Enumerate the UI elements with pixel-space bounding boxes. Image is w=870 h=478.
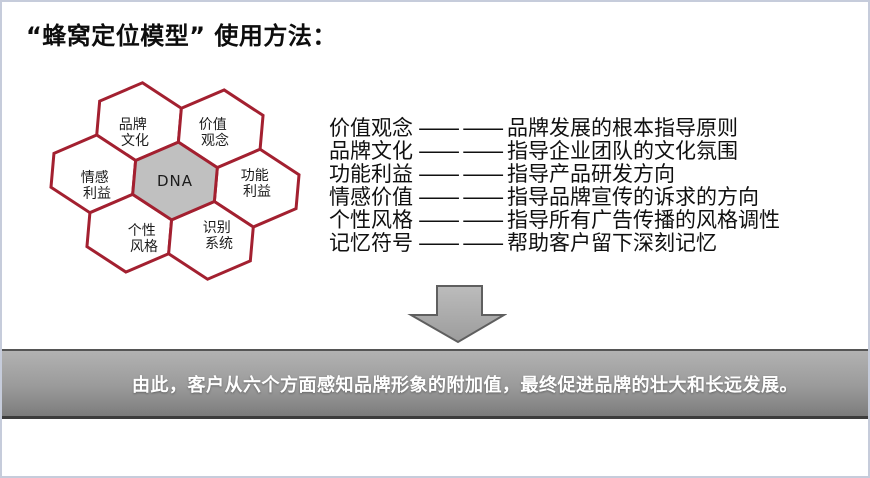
definition-dash: ——: [417, 186, 507, 209]
down-arrow-icon: [407, 285, 507, 344]
definition-desc: 品牌发展的根本指导原则: [507, 116, 738, 140]
definition-dash-glyph: ——: [417, 162, 506, 186]
hexagon-label-brand-culture: 品牌 文化: [119, 116, 151, 149]
definition-row: 价值观念 —— 品牌发展的根本指导原则: [329, 117, 780, 140]
definition-list: 价值观念 —— 品牌发展的根本指导原则 品牌文化 —— 指导企业团队的文化氛围 …: [329, 117, 780, 255]
hexagon-label-personality-style: 个性 风格: [128, 223, 160, 255]
page-title: “蜂窝定位模型” 使用方法：: [26, 22, 337, 50]
definition-dash-glyph: ——: [417, 231, 506, 255]
hexagon-label-identity-system: 识别 系统: [203, 220, 235, 252]
hexagon-label-dna: DNA: [157, 172, 193, 190]
definition-dash: ——: [417, 163, 507, 186]
definition-term: 记忆符号: [329, 231, 413, 255]
definition-row: 记忆符号 —— 帮助客户留下深刻记忆: [329, 232, 780, 255]
definition-row: 功能利益 —— 指导产品研发方向: [329, 163, 780, 186]
definition-dash-glyph: ——: [417, 208, 506, 232]
definition-desc: 指导所有广告传播的风格调性: [507, 208, 780, 232]
hexagon-group: [49, 81, 301, 281]
definition-term: 功能利益: [329, 162, 413, 186]
definition-term: 个性风格: [329, 208, 413, 232]
honeycomb-diagram: 品牌 文化 价值 观念 情感 利益 DNA 功能 利益 个性 风格 识别 系统: [49, 81, 301, 281]
definition-term: 价值观念: [329, 116, 413, 140]
definition-desc: 指导企业团队的文化氛围: [507, 139, 738, 163]
down-arrow-shape: [407, 285, 507, 344]
definition-row: 个性风格 —— 指导所有广告传播的风格调性: [329, 209, 780, 232]
definition-dash: ——: [417, 232, 507, 255]
hexagon-label-value-concept: 价值 观念: [199, 117, 231, 149]
definition-term: 品牌文化: [329, 139, 413, 163]
definition-dash-glyph: ——: [417, 116, 506, 140]
definition-row: 品牌文化 —— 指导企业团队的文化氛围: [329, 140, 780, 163]
definition-desc: 帮助客户留下深刻记忆: [507, 231, 717, 255]
definition-dash-glyph: ——: [417, 185, 506, 209]
definition-desc: 指导产品研发方向: [507, 162, 675, 186]
hexagon-dna: [131, 140, 219, 222]
definition-row: 情感价值 —— 指导品牌宣传的诉求的方向: [329, 186, 780, 209]
definition-dash: ——: [417, 140, 507, 163]
definition-term: 情感价值: [329, 185, 413, 209]
conclusion-banner: 由此，客户从六个方面感知品牌形象的附加值，最终促进品牌的壮大和长远发展。: [2, 349, 868, 419]
hexagon-label-emotional-benefit: 情感 利益: [81, 169, 113, 202]
definition-dash-glyph: ——: [417, 139, 506, 163]
definition-desc: 指导品牌宣传的诉求的方向: [507, 185, 759, 209]
definition-dash: ——: [417, 117, 507, 140]
definition-dash: ——: [417, 209, 507, 232]
conclusion-text: 由此，客户从六个方面感知品牌形象的附加值，最终促进品牌的壮大和长远发展。: [132, 374, 798, 396]
hexagon-label-functional-benefit: 功能 利益: [241, 168, 273, 200]
